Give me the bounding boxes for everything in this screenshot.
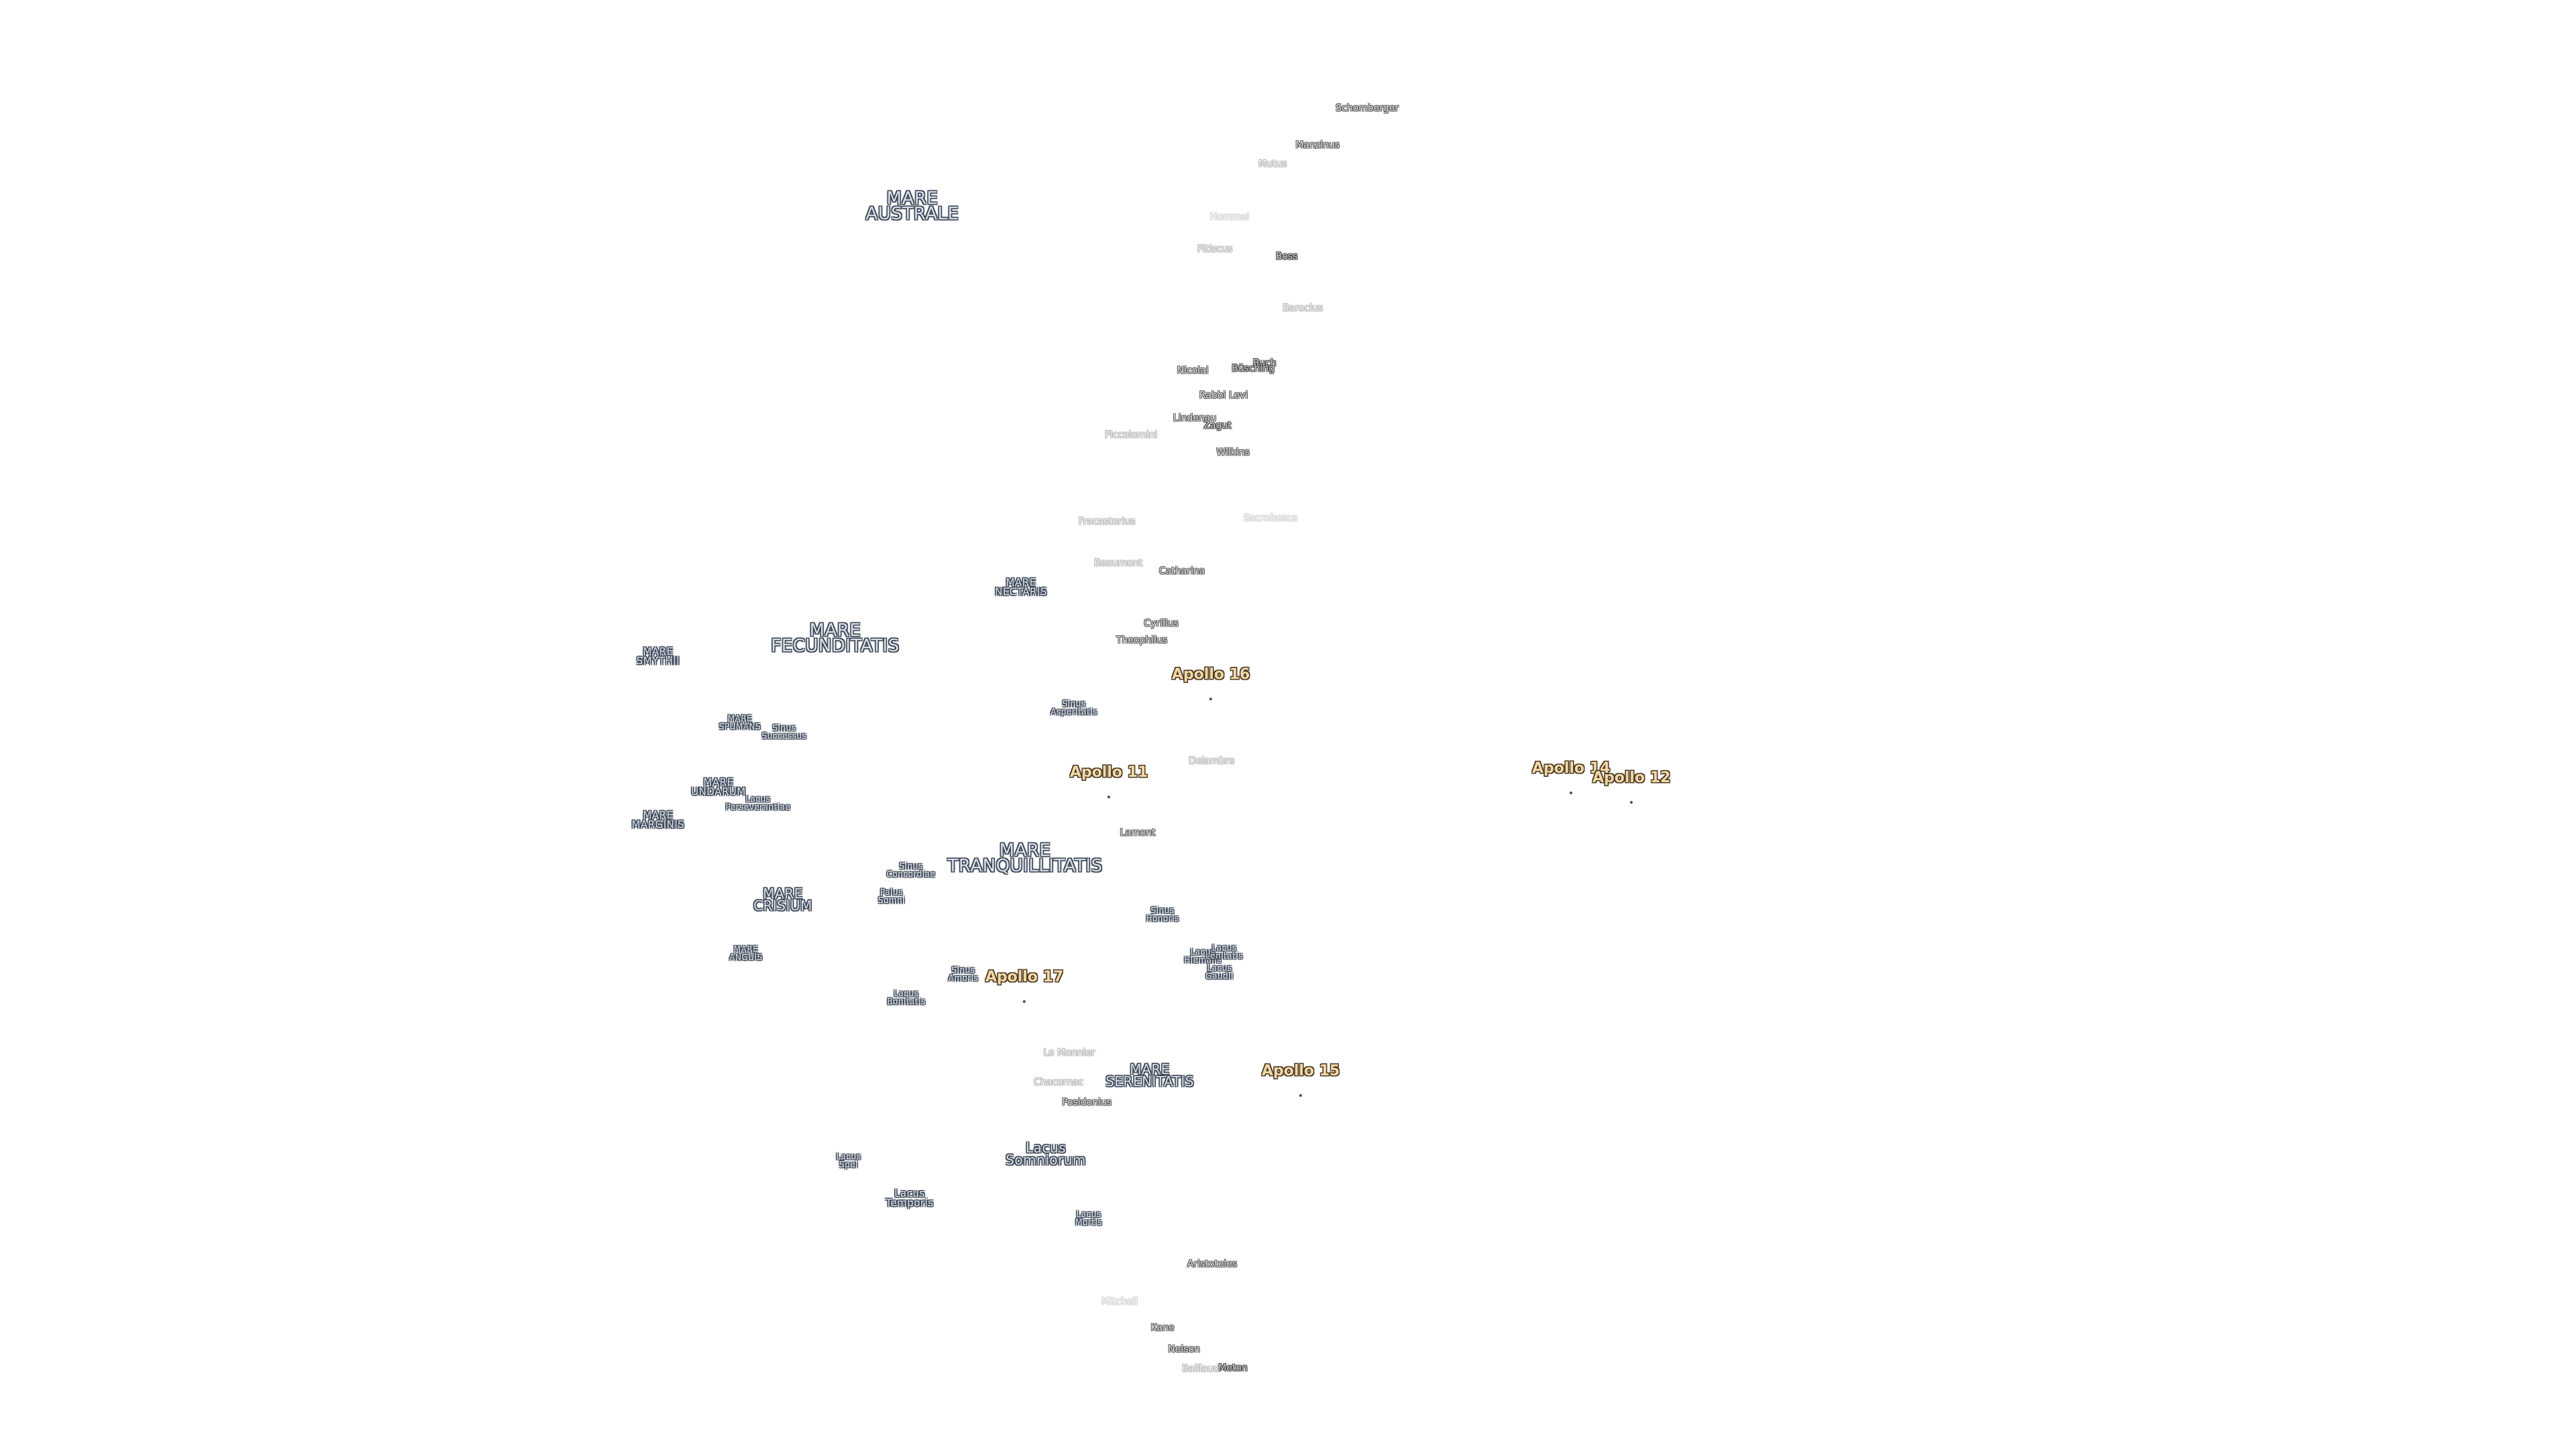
landing-site-marker-icon [1209, 698, 1212, 700]
label-crater-baillaud[interactable]: Baillaud [1181, 1363, 1220, 1375]
label-lacus-somniorum[interactable]: Lacus Somniorum [1006, 1140, 1086, 1168]
apollo-17-site[interactable]: Apollo 17 [985, 955, 1064, 1003]
label-crater-lindenau[interactable]: Lindenau [1173, 413, 1217, 424]
apollo-15-site[interactable]: Apollo 15 [1261, 1049, 1340, 1097]
label-crater-boss[interactable]: Boss [1275, 251, 1298, 262]
label-crater-fracastorius[interactable]: Fracastorius [1078, 516, 1136, 527]
label-crater-cyrillus[interactable]: Cyrillus [1144, 618, 1179, 629]
label-sinus-asperitatis[interactable]: Sinus Asperitatis [1051, 699, 1097, 716]
apollo-16-site[interactable]: Apollo 16 [1171, 653, 1250, 700]
label-mare-nectaris[interactable]: MARE NECTARIS [995, 576, 1047, 598]
landing-site-marker-icon [1107, 796, 1110, 798]
apollo-12-site[interactable]: Apollo 12 [1592, 756, 1671, 804]
apollo-12-label: Apollo 12 [1592, 769, 1671, 786]
label-crater-beaumont[interactable]: Beaumont [1093, 557, 1143, 569]
label-sinus-concordiae[interactable]: Sinus Concordiae [886, 861, 936, 879]
label-crater-chacornac[interactable]: Chacornac [1033, 1077, 1084, 1088]
label-mare-fecunditatis[interactable]: MARE FECUNDITATIS [771, 621, 900, 656]
label-crater-buch[interactable]: Buch [1252, 358, 1277, 369]
label-mare-australe[interactable]: MARE AUSTRALE [865, 189, 959, 224]
label-crater-nicolai[interactable]: Nicolai [1177, 365, 1209, 376]
label-mare-spumans[interactable]: MARE SPUMANS [718, 714, 761, 731]
label-mare-crisium[interactable]: MARE CRISIUM [753, 885, 812, 914]
landing-site-marker-icon [1022, 1000, 1026, 1003]
label-lacus-gaudii[interactable]: Lacus Gaudii [1205, 963, 1234, 981]
apollo-11-label: Apollo 11 [1069, 764, 1148, 781]
label-lacus-temporis[interactable]: Lacus Temporis [885, 1187, 934, 1209]
apollo-14-site[interactable]: Apollo 14 [1532, 747, 1611, 794]
label-crater-rabbi-levi[interactable]: Rabbi Levi [1199, 390, 1248, 401]
label-crater-meton[interactable]: Meton [1218, 1362, 1248, 1374]
label-crater-neison[interactable]: Neison [1168, 1344, 1200, 1355]
label-crater-delambre[interactable]: Delambre [1188, 755, 1235, 767]
landing-site-marker-icon [1299, 1094, 1302, 1097]
label-crater-lamont[interactable]: Lamont [1120, 827, 1156, 839]
label-lacus-hiemalis[interactable]: Lacus Hiemalis [1184, 947, 1222, 965]
landing-site-marker-icon [1629, 801, 1633, 804]
label-mare-marginis[interactable]: MARE MARGINIS [631, 809, 685, 830]
label-crater-sacrobosco[interactable]: Sacrobosco [1243, 513, 1298, 524]
label-crater-schomberger[interactable]: Schomberger [1336, 103, 1399, 114]
label-crater-catharina[interactable]: Catharina [1159, 566, 1205, 577]
label-lacus-perseverantiae[interactable]: Lacus Perseverantiae [725, 794, 791, 812]
label-palus-somni[interactable]: Palus Somni [877, 888, 906, 905]
label-mare-smythii[interactable]: MARE SMYTHII [636, 645, 680, 667]
label-crater-le-monnier[interactable]: Le Monnier [1043, 1047, 1095, 1059]
label-crater-mitchell[interactable]: Mitchell [1101, 1296, 1138, 1307]
label-crater-theophilus[interactable]: Theophilus [1116, 635, 1168, 646]
label-sinus-successus[interactable]: Sinus Successus [761, 723, 807, 741]
label-crater-wilkins[interactable]: Wilkins [1216, 447, 1250, 458]
label-crater-busching[interactable]: Büsching [1232, 363, 1275, 374]
label-crater-posidonius[interactable]: Posidonius [1061, 1097, 1112, 1108]
apollo-15-label: Apollo 15 [1261, 1063, 1340, 1079]
label-mare-serenitatis[interactable]: MARE SERENITATIS [1106, 1061, 1194, 1089]
apollo-14-label: Apollo 14 [1532, 760, 1611, 777]
apollo-16-label: Apollo 16 [1171, 666, 1250, 683]
label-sinus-amoris[interactable]: Sinus Amoris [948, 965, 979, 983]
label-crater-zagut[interactable]: Zagut [1203, 420, 1232, 431]
landing-site-marker-icon [1569, 792, 1572, 794]
label-lacus-lenitatis[interactable]: Lacus Lenitatis [1205, 943, 1243, 961]
label-crater-aristoteles[interactable]: Aristoteles [1187, 1258, 1238, 1270]
label-mare-tranquillitatis[interactable]: MARE TRANQUILLITATIS [947, 841, 1103, 876]
label-mare-undarum[interactable]: MARE UNDARUM [691, 776, 746, 798]
label-crater-pitiscus[interactable]: Pitiscus [1197, 244, 1233, 255]
label-crater-piccolomini[interactable]: Piccolomini [1104, 429, 1158, 441]
label-lacus-mortis[interactable]: Lacus Mortis [1075, 1210, 1102, 1227]
label-crater-manzinus[interactable]: Manzinus [1295, 140, 1340, 151]
label-mare-anguis[interactable]: MARE ANGUIS [729, 945, 763, 962]
label-crater-hommel[interactable]: Hommel [1210, 211, 1250, 223]
label-crater-kane[interactable]: Kane [1150, 1322, 1175, 1334]
label-lacus-spei[interactable]: Lacus Spei [836, 1152, 861, 1169]
label-lacus-bonitatis[interactable]: Lacus Bonitatis [887, 989, 926, 1006]
label-crater-mutus[interactable]: Mutus [1258, 158, 1287, 170]
label-sinus-honoris[interactable]: Sinus Honoris [1146, 906, 1179, 923]
apollo-11-site[interactable]: Apollo 11 [1069, 751, 1148, 798]
apollo-17-label: Apollo 17 [985, 969, 1064, 985]
label-crater-barocius[interactable]: Barocius [1283, 303, 1323, 314]
